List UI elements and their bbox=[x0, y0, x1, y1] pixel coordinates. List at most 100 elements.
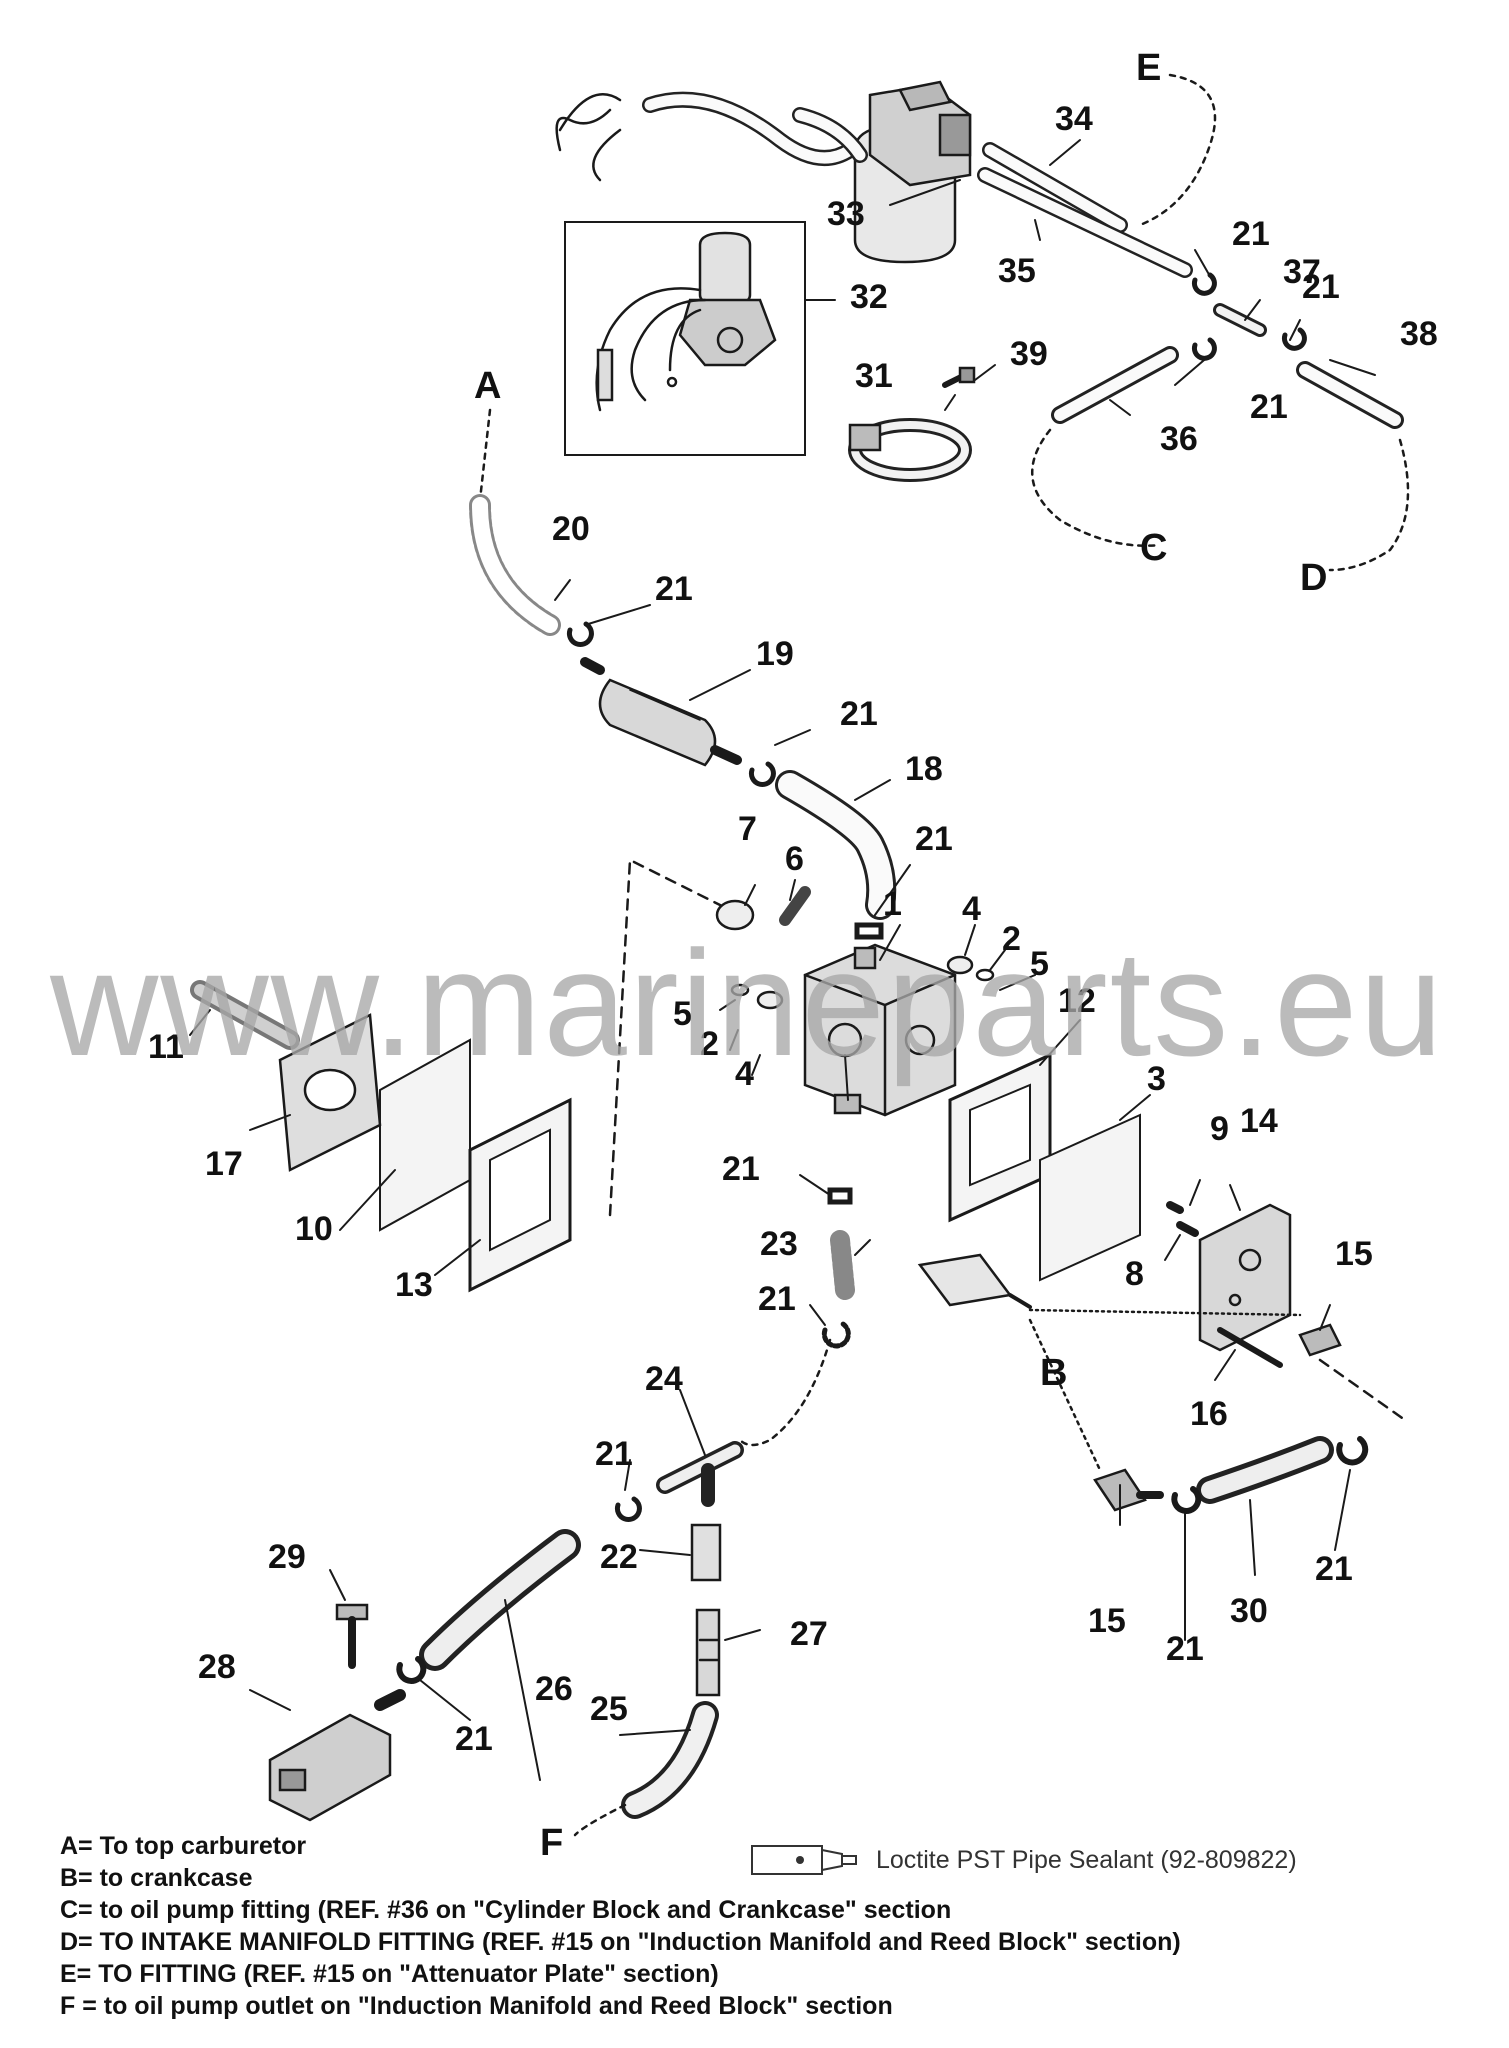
hose-25 bbox=[621, 1701, 719, 1819]
check-valve-6 bbox=[779, 886, 811, 926]
hose-26 bbox=[419, 1529, 581, 1671]
oil-reservoir-33 bbox=[853, 80, 972, 264]
callout-4: 4 bbox=[735, 1055, 754, 1093]
callout-33: 33 bbox=[827, 195, 865, 233]
hose-23 bbox=[830, 1230, 855, 1300]
connector-line-c bbox=[1030, 428, 1162, 547]
callout-21: 21 bbox=[595, 1435, 633, 1473]
callout-36: 36 bbox=[1160, 420, 1198, 458]
legend-line-d: D= TO INTAKE MANIFOLD FITTING (REF. #15 … bbox=[60, 1928, 1181, 1956]
connector-e: E bbox=[1136, 47, 1161, 89]
sealant-label: Loctite PST Pipe Sealant (92-809822) bbox=[876, 1845, 1297, 1874]
diaphragm-parts-2-4-5 bbox=[730, 955, 995, 1010]
clamp-21-a bbox=[566, 621, 594, 647]
callout-32: 32 bbox=[850, 278, 888, 316]
clamp-21-d bbox=[827, 1187, 853, 1205]
callout-7: 7 bbox=[738, 810, 757, 848]
callout-21: 21 bbox=[840, 695, 878, 733]
callout-20: 20 bbox=[552, 510, 590, 548]
cover-17 bbox=[278, 1013, 382, 1172]
clamp-31 bbox=[848, 418, 972, 482]
callout-37: 37 bbox=[1283, 253, 1321, 291]
clamp-21-lower-r2 bbox=[1336, 1436, 1369, 1466]
connector-line-e bbox=[1138, 73, 1217, 227]
callout-38: 38 bbox=[1400, 315, 1438, 353]
legend-line-b: B= to crankcase bbox=[60, 1864, 253, 1892]
gasket-13 bbox=[468, 1097, 572, 1293]
fuel-filter-19 bbox=[580, 657, 742, 767]
callout-22: 22 bbox=[600, 1538, 638, 1576]
callout-6: 6 bbox=[785, 840, 804, 878]
callout-16: 16 bbox=[1190, 1395, 1228, 1433]
clamp-21-b bbox=[748, 761, 776, 787]
connector-labels: A B C D E F bbox=[474, 47, 1327, 1864]
dashed-line-23-24 bbox=[738, 1338, 832, 1447]
dashed-line-13-7 bbox=[608, 858, 722, 1217]
screws-8-9 bbox=[1166, 1201, 1199, 1237]
tee-37 bbox=[1213, 303, 1267, 337]
watermark-text: www.marineparts.eu bbox=[49, 919, 1445, 1087]
gasket-12 bbox=[948, 1052, 1052, 1223]
leader-lines bbox=[189, 139, 1376, 1781]
connector-c: C bbox=[1140, 527, 1167, 569]
dashed-line-to-f bbox=[1318, 1358, 1407, 1422]
callout-21: 21 bbox=[1166, 1630, 1204, 1668]
callout-21: 21 bbox=[758, 1280, 796, 1318]
clamp-21-g bbox=[396, 1656, 427, 1684]
clamp-21-lower-r1 bbox=[1171, 1486, 1202, 1514]
callout-labels: 1 2 2 3 4 4 5 5 6 7 8 9 10 11 12 13 14 1… bbox=[148, 100, 1438, 1758]
callout-8: 8 bbox=[1125, 1255, 1144, 1293]
callout-21: 21 bbox=[455, 1720, 493, 1758]
callout-29: 29 bbox=[268, 1538, 306, 1576]
callout-5: 5 bbox=[1030, 945, 1049, 983]
clamp-21-f bbox=[614, 1496, 642, 1522]
callout-2: 2 bbox=[1002, 920, 1021, 958]
callout-21: 21 bbox=[722, 1150, 760, 1188]
connector-22 bbox=[690, 1523, 722, 1582]
bolt-29 bbox=[335, 1603, 369, 1669]
clamp-21-c bbox=[854, 922, 884, 940]
callout-19: 19 bbox=[756, 635, 794, 673]
callout-13: 13 bbox=[395, 1266, 433, 1304]
connector-d: D bbox=[1300, 557, 1327, 599]
gasket-3 bbox=[1039, 1113, 1141, 1282]
screw-16 bbox=[1217, 1327, 1283, 1368]
callout-3: 3 bbox=[1147, 1060, 1166, 1098]
callout-2: 2 bbox=[700, 1025, 719, 1063]
legend-line-f: F = to oil pump outlet on "Induction Man… bbox=[60, 1992, 893, 2020]
connector-f: F bbox=[540, 1822, 563, 1864]
callout-10: 10 bbox=[295, 1210, 333, 1248]
callout-17: 17 bbox=[205, 1145, 243, 1183]
callout-15: 15 bbox=[1335, 1235, 1373, 1273]
callout-14: 14 bbox=[1240, 1102, 1278, 1140]
hose-35 bbox=[977, 167, 1193, 278]
hose-34 bbox=[982, 142, 1128, 233]
callout-34: 34 bbox=[1055, 100, 1093, 138]
callout-21: 21 bbox=[1302, 268, 1340, 306]
callout-24: 24 bbox=[645, 1360, 683, 1398]
callout-26: 26 bbox=[535, 1670, 573, 1708]
hose-18 bbox=[775, 770, 897, 920]
callout-30: 30 bbox=[1230, 1592, 1268, 1630]
connector-line-d bbox=[1328, 438, 1410, 572]
dotted-line-b-down bbox=[1028, 1318, 1102, 1472]
legend: A= To top carburetor B= to crankcase C= … bbox=[60, 1830, 1460, 2022]
callout-21: 21 bbox=[1315, 1550, 1353, 1588]
fitting-27 bbox=[695, 1608, 721, 1697]
connector-line-f bbox=[573, 1803, 627, 1837]
pump-cover-14 bbox=[1198, 1203, 1292, 1352]
sealant-note: Loctite PST Pipe Sealant (92-809822) bbox=[750, 1838, 1297, 1882]
callout-4: 4 bbox=[962, 890, 981, 928]
callout-15: 15 bbox=[1088, 1602, 1126, 1640]
callout-12: 12 bbox=[1058, 982, 1096, 1020]
callout-21: 21 bbox=[915, 820, 953, 858]
sealant-tube-diagram bbox=[917, 1253, 1032, 1309]
connector-b: B bbox=[1040, 1352, 1067, 1394]
hose-36 bbox=[1051, 346, 1179, 424]
callout-5: 5 bbox=[673, 995, 692, 1033]
callout-35: 35 bbox=[998, 252, 1036, 290]
oil-pump-28 bbox=[268, 1689, 406, 1822]
callout-21: 21 bbox=[1250, 388, 1288, 426]
callout-27: 27 bbox=[790, 1615, 828, 1653]
